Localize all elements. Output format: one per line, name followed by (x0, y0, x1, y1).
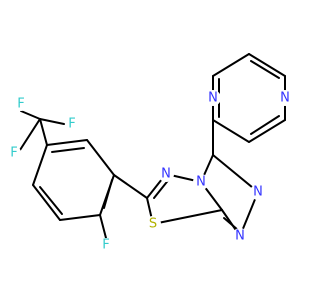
atom-label-n: N (196, 175, 206, 190)
atom-label-f: F (68, 117, 75, 132)
molecule-structure-diagram: N N N N N N S F (7, 53, 293, 253)
atom-label-n: N (235, 229, 245, 244)
bond (32, 144, 48, 186)
bond (212, 154, 259, 193)
bond (86, 139, 115, 176)
atom-label-n: N (208, 91, 218, 106)
atom-label-n: N (280, 91, 290, 106)
atom-n-pyrazine-left: N (205, 90, 221, 106)
bond (32, 184, 61, 221)
bond (51, 147, 85, 153)
bond (20, 110, 41, 120)
atom-s-thiadiazole: S (145, 216, 161, 232)
bond (46, 139, 88, 146)
bond-lines (19, 53, 286, 239)
atom-label-f: F (17, 97, 24, 112)
atom-label-s: S (149, 217, 157, 232)
atom-label-f: F (102, 238, 109, 253)
atom-n-pyrazine-top: N (277, 90, 293, 106)
atom-n-thiadiazole: N (158, 166, 174, 182)
bond (39, 118, 48, 146)
bond (103, 179, 113, 209)
bond (248, 119, 286, 143)
bond (250, 115, 280, 135)
atom-f-cf3-top: F (14, 97, 28, 112)
bond (19, 118, 41, 151)
bond (99, 214, 107, 239)
atom-n-triazole-bridge: N (193, 174, 209, 190)
atom-labels: N N N N N N S F (7, 90, 293, 253)
bond (212, 53, 250, 77)
atom-n-triazole-bottom: N (232, 228, 248, 244)
bond (39, 186, 63, 215)
atom-label-f: F (10, 146, 17, 161)
atom-n-triazole-right: N (250, 184, 266, 200)
bond (39, 118, 65, 125)
atom-f-cf3-bottom: F (65, 117, 79, 132)
atom-label-n: N (253, 185, 263, 200)
bond (152, 209, 223, 225)
bond (212, 119, 250, 143)
atom-label-n: N (161, 167, 171, 182)
bond (59, 214, 101, 221)
atom-f-cf3-left: F (7, 146, 21, 161)
bond (248, 53, 286, 77)
bond (113, 174, 148, 199)
bond (250, 60, 280, 79)
bond (223, 217, 239, 231)
atom-f-aryl: F (99, 238, 113, 253)
